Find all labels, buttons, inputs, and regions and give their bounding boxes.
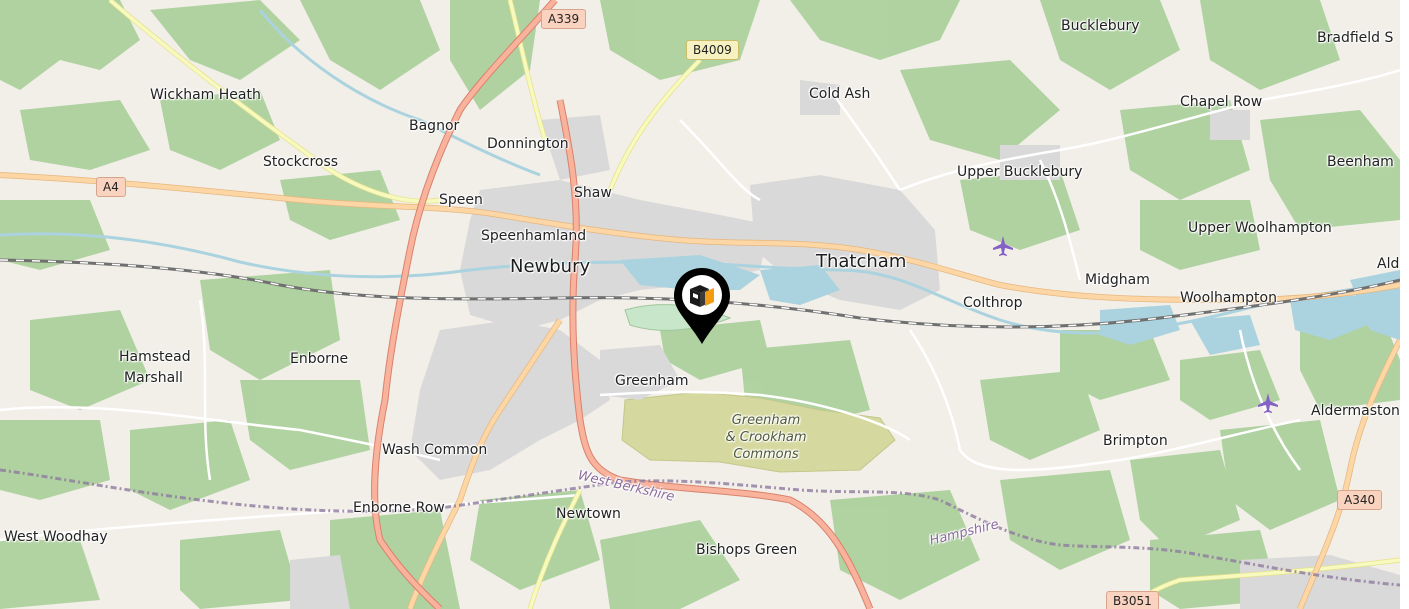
village-label-donnington: Donnington bbox=[487, 136, 569, 152]
village-label-marshall: Marshall bbox=[124, 370, 183, 386]
village-label-woolhampton: Woolhampton bbox=[1180, 290, 1277, 306]
village-label-beenham: Beenham bbox=[1327, 154, 1394, 170]
village-label-bucklebury: Bucklebury bbox=[1061, 18, 1140, 34]
village-label-wickham-heath: Wickham Heath bbox=[150, 87, 261, 103]
road-shield-b4009: B4009 bbox=[686, 40, 739, 60]
village-label-colthrop: Colthrop bbox=[963, 295, 1023, 311]
road-ref: B3051 bbox=[1113, 594, 1152, 608]
village-label-enborne-row: Enborne Row bbox=[353, 500, 445, 516]
village-label-stockcross: Stockcross bbox=[263, 154, 339, 170]
cube-logo-icon bbox=[690, 285, 714, 307]
village-label-speenhamland: Speenhamland bbox=[481, 228, 587, 244]
road-shield-a339: A339 bbox=[541, 9, 587, 29]
village-label-bagnor: Bagnor bbox=[409, 118, 460, 134]
village-label-hamstead: Hamstead bbox=[119, 349, 191, 365]
common-label-line1: Greenham bbox=[731, 413, 801, 428]
common-label: Greenham & Crookham Commons bbox=[718, 412, 814, 463]
road-shield-a4: A4 bbox=[96, 177, 126, 197]
village-label-greenham: Greenham bbox=[615, 373, 689, 389]
village-label-wash-common: Wash Common bbox=[382, 442, 488, 458]
primary-roads bbox=[0, 172, 1400, 609]
page-margin bbox=[1400, 0, 1409, 609]
village-label-ald: Ald bbox=[1377, 256, 1400, 272]
village-label-cold-ash: Cold Ash bbox=[809, 86, 871, 102]
village-label-brimpton: Brimpton bbox=[1103, 433, 1168, 449]
airplane-icon bbox=[1258, 393, 1278, 413]
location-pin-icon[interactable] bbox=[669, 266, 735, 346]
village-label-west-woodhay: West Woodhay bbox=[4, 529, 108, 545]
village-label-enborne: Enborne bbox=[290, 351, 349, 367]
road-ref: A340 bbox=[1344, 493, 1376, 507]
road-shield-a340: A340 bbox=[1337, 490, 1383, 510]
town-label-thatcham: Thatcham bbox=[816, 251, 907, 272]
village-label-upper-woolhampton: Upper Woolhampton bbox=[1188, 220, 1332, 236]
location-pin-shape bbox=[674, 268, 730, 344]
village-label-aldermaston: Aldermaston bbox=[1311, 403, 1400, 419]
road-shield-b3051: B3051 bbox=[1106, 591, 1159, 609]
common-label-line3: Commons bbox=[733, 447, 799, 462]
airplane-icon bbox=[993, 236, 1013, 256]
county-boundary bbox=[0, 468, 1400, 587]
road-ref: A4 bbox=[103, 180, 119, 194]
river-kennet bbox=[0, 9, 1400, 335]
trunk-roads bbox=[372, 0, 873, 609]
greenham-common-area bbox=[621, 391, 896, 473]
road-ref: B4009 bbox=[693, 43, 732, 57]
village-label-newtown: Newtown bbox=[556, 506, 621, 522]
village-label-speen: Speen bbox=[439, 192, 483, 208]
town-label-newbury: Newbury bbox=[510, 256, 591, 277]
road-ref: A339 bbox=[548, 12, 580, 26]
common-label-line2: & Crookham bbox=[725, 430, 807, 445]
village-label-midgham: Midgham bbox=[1085, 272, 1150, 288]
village-label-shaw: Shaw bbox=[574, 185, 612, 201]
village-label-upper-bucklebury: Upper Bucklebury bbox=[957, 164, 1083, 180]
village-label-chapel-row: Chapel Row bbox=[1180, 94, 1263, 110]
village-label-bishops-green: Bishops Green bbox=[696, 542, 798, 558]
village-label-bradfield: Bradfield S bbox=[1317, 30, 1394, 46]
